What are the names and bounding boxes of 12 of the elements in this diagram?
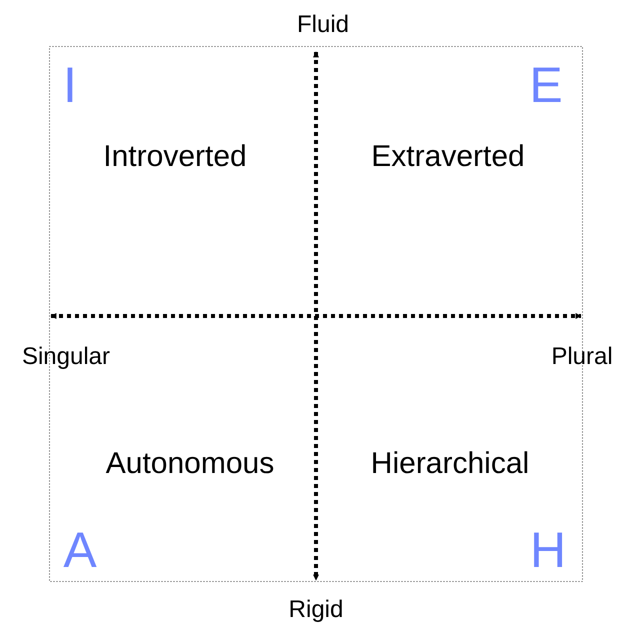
quadrant-label: Introverted xyxy=(103,142,247,172)
axis-label: Singular xyxy=(22,345,110,369)
quadrant-letter: E xyxy=(529,60,563,110)
quadrant-letter: H xyxy=(530,525,566,575)
axis-label: Plural xyxy=(551,345,613,369)
quadrant-label: Autonomous xyxy=(106,449,274,479)
quadrant-label: Hierarchical xyxy=(370,449,530,479)
quadrant-label: Extraverted xyxy=(371,142,525,172)
axis-label: Rigid xyxy=(288,598,344,622)
quadrant-letter: I xyxy=(63,60,77,110)
axis-label: Fluid xyxy=(296,13,350,37)
quadrant-letter: A xyxy=(63,525,97,575)
